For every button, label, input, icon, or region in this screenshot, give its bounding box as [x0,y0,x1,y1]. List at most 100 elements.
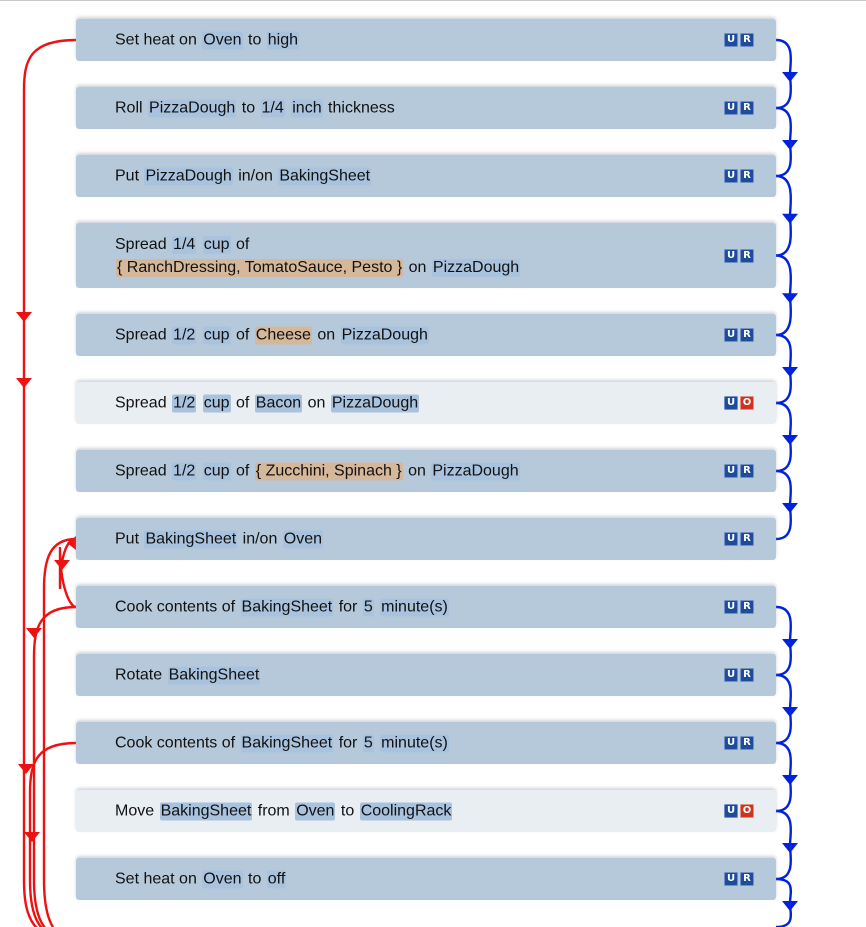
badge-r[interactable]: R [740,464,754,478]
object-token[interactable]: PizzaDough [340,326,429,345]
object-token[interactable]: Bacon [254,394,303,413]
badge-u[interactable]: U [724,396,738,410]
badge-u[interactable]: U [724,532,738,546]
badge-r[interactable]: R [740,736,754,750]
unit-token[interactable]: minute(s) [380,734,449,753]
dependency-connector [32,605,77,927]
unit-token[interactable]: inch [291,99,323,118]
step-text: Cook contents of BakingSheet for 5 minut… [115,596,450,619]
sequence-arrow-icon [782,901,798,911]
badge-r[interactable]: R [740,532,754,546]
badge-r[interactable]: R [740,872,754,886]
step-text-fragment: Set heat on [115,31,202,49]
badge-u[interactable]: U [724,736,738,750]
quantity-token[interactable]: 1/2 [172,394,197,413]
unit-token[interactable]: minute(s) [380,598,449,617]
choice-token[interactable]: { Zucchini, Spinach } [254,462,403,481]
object-token[interactable]: off [266,870,287,889]
object-token[interactable]: Oven [295,802,336,821]
object-token[interactable]: Oven [282,530,324,549]
step-text: Move BakingSheet from Oven to CoolingRac… [115,800,453,823]
choice-token[interactable]: { RanchDressing, TomatoSauce, Pesto } [116,258,404,277]
step-row[interactable]: Cook contents of BakingSheet for 5 minut… [76,586,776,628]
step-text-fragment: Rotate [115,666,167,684]
step-text-fragment [375,599,379,616]
quantity-token[interactable]: 5 [362,734,374,753]
sequence-arrow-icon [782,293,798,304]
badge-r[interactable]: R [740,328,754,342]
unit-token[interactable]: cup [202,235,231,254]
object-token[interactable]: PizzaDough [144,167,233,186]
object-token[interactable]: BakingSheet [167,666,261,685]
quantity-token[interactable]: 5 [362,598,374,617]
badge-u[interactable]: U [724,328,738,342]
step-text-fragment [197,327,201,344]
unit-token[interactable]: cup [202,326,231,345]
quantity-token[interactable]: 1/2 [172,326,197,345]
step-text-fragment: of [231,326,254,344]
object-token[interactable]: BakingSheet [278,167,372,186]
badge-r[interactable]: R [740,101,754,115]
badge-r[interactable]: R [740,169,754,183]
badge-r[interactable]: R [740,668,754,682]
object-token[interactable]: CoolingRack [359,802,453,821]
step-text-fragment: Put [115,530,144,548]
object-token[interactable]: BakingSheet [240,734,334,753]
dependency-arrow-icon [24,832,40,842]
unit-token[interactable]: cup [202,394,231,413]
badge-u[interactable]: U [724,464,738,478]
badge-u[interactable]: U [724,169,738,183]
quantity-token[interactable]: 1/4 [172,235,197,254]
step-text: Spread 1/2 cup of Bacon on PizzaDough [115,392,420,415]
step-row[interactable]: Move BakingSheet from Oven to CoolingRac… [76,790,776,832]
unit-token[interactable]: cup [202,462,231,481]
step-text-fragment: of [231,394,254,412]
object-token[interactable]: BakingSheet [144,530,238,549]
step-row[interactable]: Spread 1/4 cup of{ RanchDressing, Tomato… [76,223,776,288]
badge-u[interactable]: U [724,872,738,886]
badge-r[interactable]: R [740,33,754,47]
step-row[interactable]: Spread 1/2 cup of { Zucchini, Spinach } … [76,450,776,492]
badge-u[interactable]: U [724,101,738,115]
step-text: Put PizzaDough in/on BakingSheet [115,165,372,188]
step-row[interactable]: Cook contents of BakingSheet for 5 minut… [76,722,776,764]
object-token[interactable]: Oven [202,31,243,50]
badge-u[interactable]: U [724,600,738,614]
badge-u[interactable]: U [724,248,738,263]
badge-o[interactable]: O [740,396,754,410]
object-token[interactable]: BakingSheet [159,802,253,821]
badge-r[interactable]: R [740,248,754,263]
object-token[interactable]: PizzaDough [431,462,520,481]
object-token[interactable]: high [266,31,300,50]
sequence-arrow-icon [782,367,798,377]
badge-r[interactable]: R [740,600,754,614]
badge-u[interactable]: U [724,33,738,47]
choice-token[interactable]: Cheese [254,326,312,345]
object-token[interactable]: Oven [202,870,243,889]
badge-u[interactable]: U [724,668,738,682]
quantity-token[interactable]: 1/4 [260,99,285,118]
step-text-fragment: on [404,258,431,276]
step-text-fragment: on [312,326,340,344]
dependency-arrow-icon [16,312,32,322]
quantity-token[interactable]: 1/2 [172,462,197,481]
object-token[interactable]: PizzaDough [148,99,237,118]
object-token[interactable]: PizzaDough [431,258,521,277]
object-token[interactable]: BakingSheet [240,598,334,617]
badge-u[interactable]: U [724,804,738,818]
badge-o[interactable]: O [740,804,754,818]
step-text-fragment: Put [115,167,144,185]
object-token[interactable]: PizzaDough [330,394,420,413]
